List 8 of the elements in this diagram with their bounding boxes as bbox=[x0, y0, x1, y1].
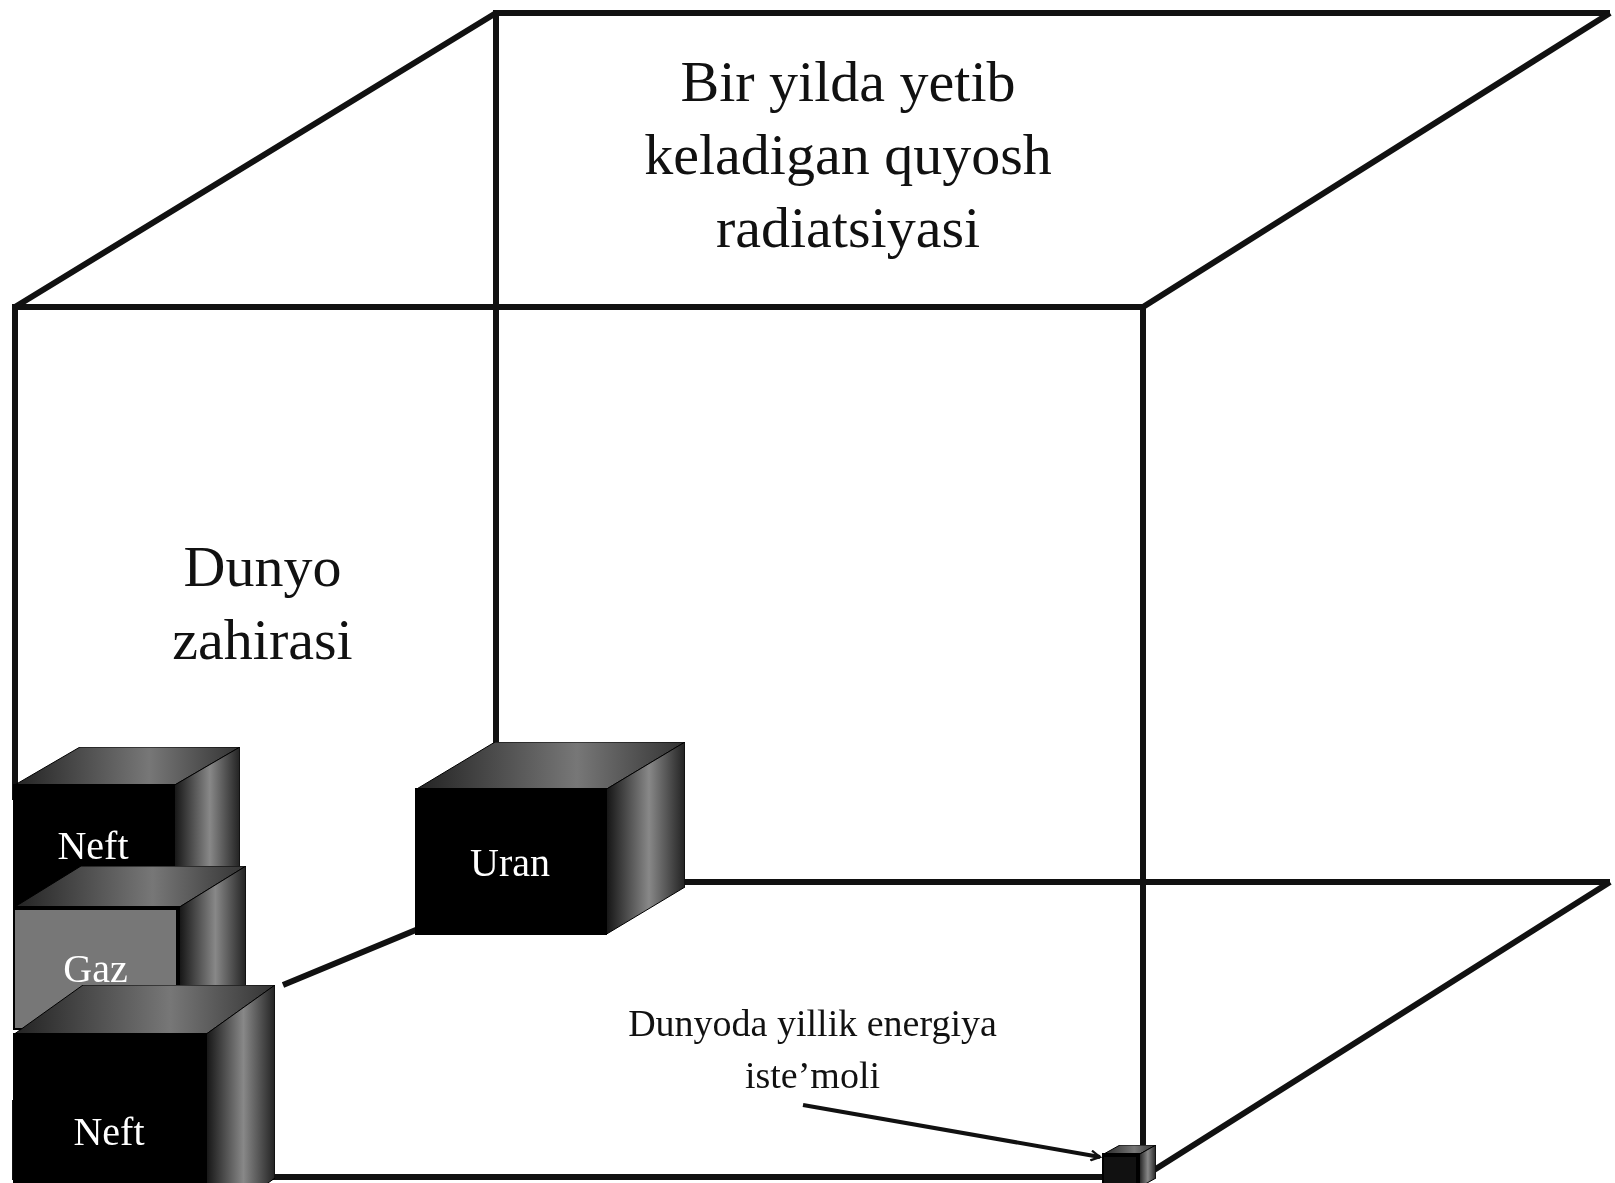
block-label: Gaz bbox=[62, 949, 129, 989]
block-label: Neft bbox=[72, 1111, 146, 1152]
callout-text: Dunyoda yillik energiya iste’moli bbox=[575, 997, 1050, 1101]
region-label: Dunyo zahirasi bbox=[171, 533, 354, 674]
block-label: Neft bbox=[56, 826, 130, 866]
region-label: Bir yilda yetib keladigan quyosh radiatsiyasi bbox=[643, 48, 1053, 262]
arrow bbox=[802, 1103, 1102, 1162]
block-label: Uran bbox=[469, 842, 551, 883]
